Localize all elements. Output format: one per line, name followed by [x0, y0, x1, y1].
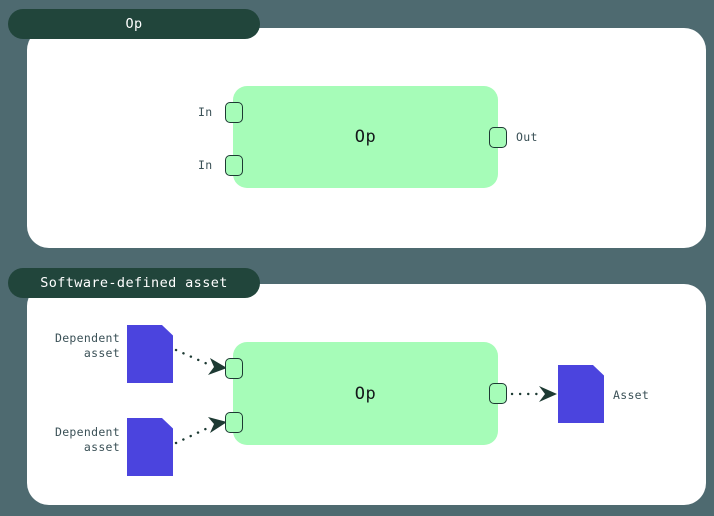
- port-in-2-top[interactable]: [225, 155, 243, 176]
- port-in-2-bottom[interactable]: [225, 412, 243, 433]
- dependent-asset-label-1: Dependent asset: [54, 331, 120, 360]
- port-in-1-bottom[interactable]: [225, 358, 243, 379]
- tab-op-label: Op: [125, 16, 143, 32]
- asset-output-label: Asset: [613, 388, 650, 402]
- op-node-bottom[interactable]: Op: [233, 342, 498, 445]
- dependent-asset-icon-1[interactable]: [127, 325, 173, 383]
- dependent-asset-icon-2[interactable]: [127, 418, 173, 476]
- tab-software-defined-asset-label: Software-defined asset: [40, 275, 228, 291]
- tab-op[interactable]: Op: [8, 9, 260, 39]
- port-in-1-top[interactable]: [225, 102, 243, 123]
- asset-icon-output[interactable]: [558, 365, 604, 423]
- port-in-2-top-label: In: [198, 158, 213, 172]
- op-node-top-label: Op: [354, 127, 377, 147]
- port-out-bottom[interactable]: [489, 383, 507, 404]
- tab-software-defined-asset[interactable]: Software-defined asset: [8, 268, 260, 298]
- port-out-top-label: Out: [516, 130, 538, 144]
- port-out-top[interactable]: [489, 127, 507, 148]
- op-node-bottom-label: Op: [354, 383, 377, 404]
- op-node-top[interactable]: Op: [233, 86, 498, 188]
- port-in-1-top-label: In: [198, 105, 213, 119]
- dependent-asset-label-2: Dependent asset: [54, 425, 120, 454]
